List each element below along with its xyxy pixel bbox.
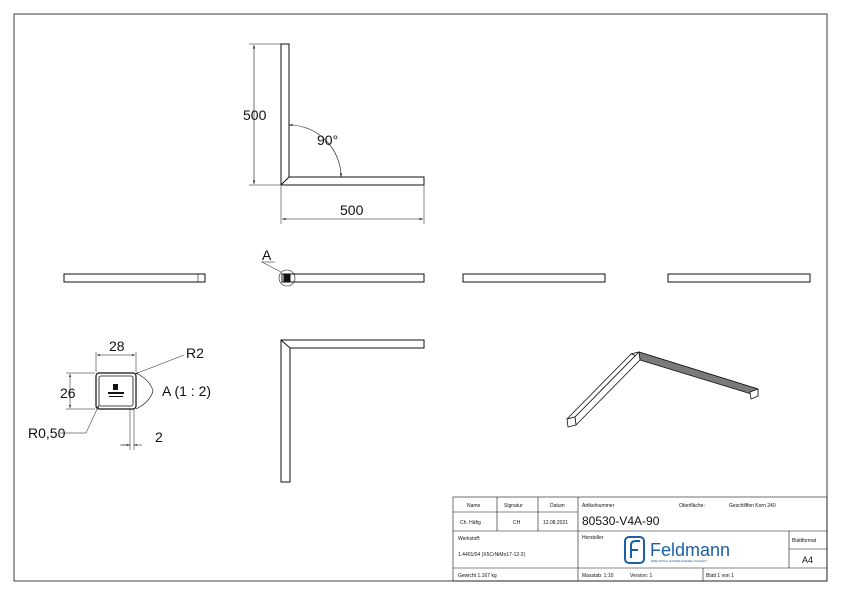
front-view-inner-edge: [280, 176, 290, 186]
angle-arc: [288, 123, 343, 178]
dim-detail-width-label: 28: [109, 338, 125, 354]
iso-top-face-left: [566, 351, 640, 420]
front-view-outline: [280, 43, 425, 186]
tb-article-label: Artikelnummer: [582, 503, 615, 509]
tb-weight: Gewicht 1.167 kg: [458, 573, 497, 579]
sheet-border: [13, 13, 828, 582]
feldmann-logo: Feldmann EDELSTAHL HANDELSGESELLSCHAFT: [624, 536, 730, 564]
tb-scale: Masstab: 1:10: [582, 573, 614, 579]
detail-break-line: [135, 372, 154, 410]
feldmann-brand-tagline: EDELSTAHL HANDELSGESELLSCHAFT: [651, 559, 707, 563]
side-views: [63, 261, 811, 287]
title-block: [452, 496, 828, 582]
side-view-far-right: [667, 273, 811, 283]
angle-label: 90°: [317, 132, 338, 148]
tb-header-signature: Signatur: [504, 503, 523, 509]
top-view: [280, 339, 425, 483]
tb-manufacturer-label: Hersteller: [582, 535, 604, 541]
dim-radius-inner-label: R0,50: [28, 425, 66, 441]
feldmann-brand-name: Feldmann: [650, 540, 730, 560]
top-view-corner-edge: [280, 339, 291, 349]
tb-name-value: Ch. Häfig: [460, 520, 481, 526]
leader-r050: [60, 404, 100, 434]
section-view-a: [281, 273, 425, 283]
feldmann-logo-mark: [624, 536, 645, 564]
feldmann-logo-f-glyph: [630, 540, 640, 558]
front-view: [249, 43, 425, 224]
title-block-frame: [452, 496, 828, 582]
detail-profile-outer: [95, 372, 137, 410]
side-view-left: [63, 273, 206, 283]
tb-header-date: Datum: [550, 503, 565, 509]
iso-front-face-right: [638, 351, 759, 397]
detail-circle-a: [278, 269, 296, 287]
isometric-view: [566, 351, 759, 428]
tb-header-name: Name: [467, 503, 481, 509]
tb-surface-value: Geschliffen Korn 240: [729, 503, 776, 509]
dim-height-label: 500: [243, 107, 267, 123]
tb-material-value: 1.4401/04 (X5CrNiMo17-12-2): [458, 552, 526, 558]
detail-view-title: A (1 : 2): [162, 383, 211, 399]
detail-circle-profile: [283, 274, 291, 282]
tb-surface-label: Oberfläche:: [679, 503, 705, 509]
tb-material-label: Werkstoff:: [458, 536, 480, 542]
dim-radius-outer-label: R2: [186, 345, 204, 361]
top-view-outline: [280, 339, 425, 483]
detail-view-a: [60, 352, 185, 450]
leader-r2: [134, 354, 185, 375]
iso-end-cap-right: [749, 388, 759, 400]
iso-front-face-left: [574, 351, 641, 426]
tb-signature-value: CH: [513, 520, 521, 526]
tb-format-label: Blattformat: [792, 538, 817, 544]
dim-width-label: 500: [340, 202, 364, 218]
dim-detail-height-label: 26: [60, 385, 76, 401]
detail-stamp-logo: [108, 384, 124, 397]
iso-end-cap-left: [566, 416, 577, 428]
tb-version: Version: 1: [630, 573, 652, 579]
tb-date-value: 12.08.2021: [543, 520, 568, 526]
section-marker-label: A: [262, 247, 272, 263]
detail-profile-inner: [98, 375, 134, 407]
detail-leader-a: [261, 261, 282, 273]
side-view-right: [462, 273, 606, 283]
tb-article-number: 80530-V4A-90: [582, 514, 660, 528]
tb-sheet: Blatt 1 von 1: [706, 573, 734, 579]
tb-format-value: A4: [802, 555, 813, 565]
dim-thickness-label: 2: [155, 429, 163, 445]
